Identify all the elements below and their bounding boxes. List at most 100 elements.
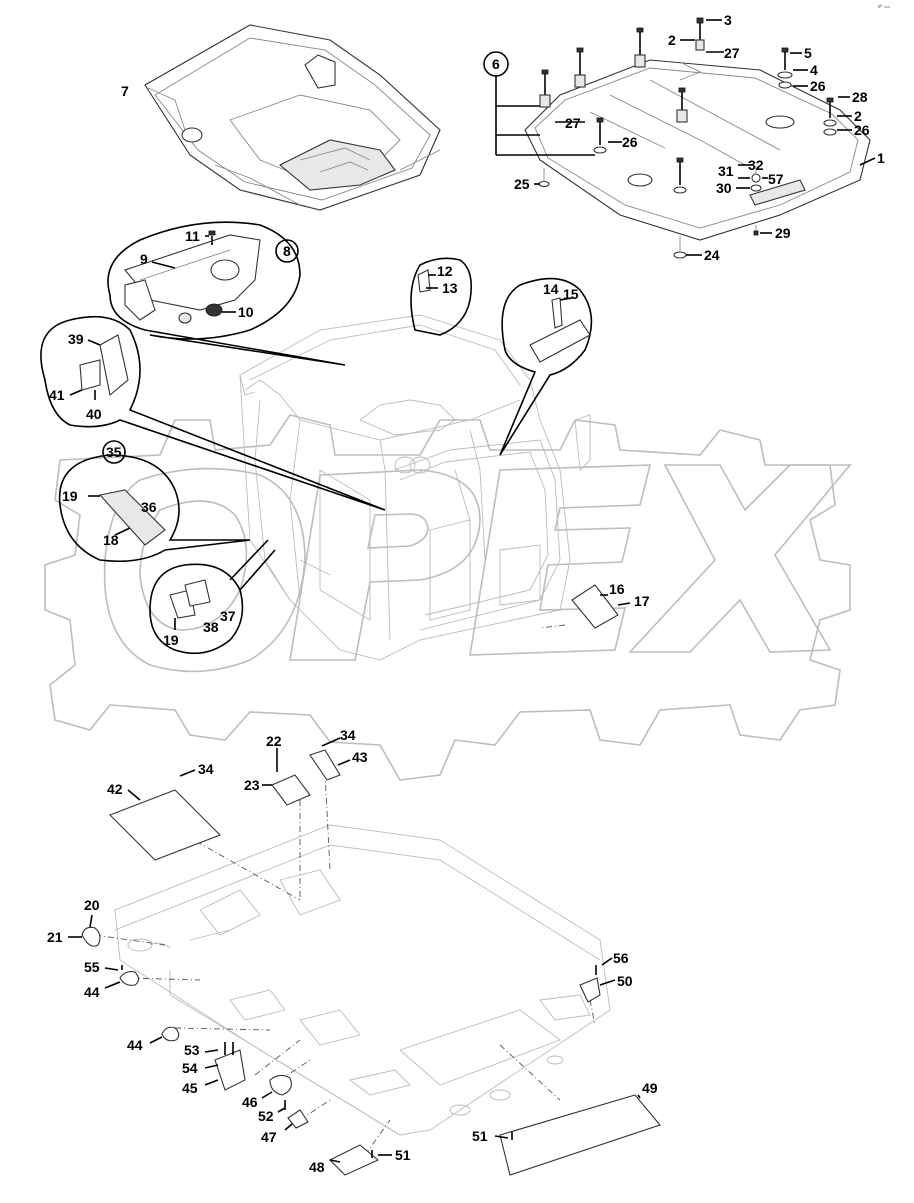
callout-49: 49 [642,1080,658,1096]
callout-5: 5 [804,45,812,61]
callout-20: 20 [84,897,100,913]
callout-15: 15 [563,286,579,302]
callout-numbers: 3 2 27 5 4 26 28 2 26 1 7 6 27 26 32 31 … [47,12,885,1175]
plate-46 [269,1074,292,1096]
grommet-44b [161,1026,180,1042]
callout-27: 27 [565,115,581,131]
callout-18: 18 [103,532,119,548]
callout-26: 26 [810,78,826,94]
callout-36: 36 [141,499,157,515]
panel-16-17 [539,584,631,629]
panel-42 [109,789,221,861]
callout-11: 11 [185,228,200,244]
filter-detail-37-38 [149,539,276,655]
grommet-44a [119,971,140,986]
bolt-3 [695,17,705,51]
callout-35: 35 [106,444,122,460]
callout-8: 8 [283,243,291,259]
plate-47 [287,1109,309,1129]
callout-12: 12 [437,263,453,279]
callout-27: 27 [724,45,740,61]
callout-44: 44 [127,1037,143,1053]
callout-42: 42 [107,781,123,797]
callout-41: 41 [49,387,65,403]
interior-mirror-detail [499,277,593,456]
assembly-lines [94,771,596,1156]
headliner-detail-circle-8 [107,221,346,366]
callout-circle-6 [483,51,509,77]
leader-lines-8 [151,235,299,313]
bracket-45 [214,1049,246,1091]
callout-10: 10 [238,304,254,320]
callout-32: 32 [748,157,764,173]
callout-14: 14 [543,281,559,297]
callout-46: 46 [242,1094,258,1110]
callout-3: 3 [724,12,732,28]
vent-detail-circle-35 [58,440,251,563]
callout-45: 45 [182,1080,198,1096]
callout-44: 44 [84,984,100,1000]
callout-25: 25 [514,176,530,192]
callout-19: 19 [163,632,179,648]
callout-22: 22 [266,733,282,749]
callout-53: 53 [184,1042,200,1058]
callout-43: 43 [352,749,368,765]
floor-parts [81,749,661,1176]
leader-lines-top-right [495,19,876,256]
callout-52: 52 [258,1108,274,1124]
callout-38: 38 [203,619,219,635]
cab-assembly [239,314,591,661]
callout-51: 51 [472,1128,488,1144]
callout-1: 1 [877,150,885,166]
callout-2: 2 [668,32,676,48]
callout-21: 21 [47,929,63,945]
callout-9: 9 [140,251,148,267]
opex-watermark [44,414,852,781]
callout-4: 4 [810,62,818,78]
callout-56: 56 [613,950,629,966]
callout-17: 17 [634,593,650,609]
callout-16: 16 [609,581,625,597]
callout-39: 39 [68,331,84,347]
panel-48 [329,1144,380,1176]
callout-6: 6 [492,56,500,72]
callout-30: 30 [716,180,732,196]
callout-34: 34 [340,727,356,743]
callout-51: 51 [395,1147,411,1163]
callout-26: 26 [854,122,870,138]
plug-21 [81,926,101,947]
panel-49 [499,1094,661,1176]
floor-plate [114,824,611,1136]
cover-43 [309,749,341,781]
callout-48: 48 [309,1159,325,1175]
leader-lines-floor [68,737,641,1163]
corner-mark: sᴾ ₙₙₙ [878,4,890,10]
callout-19: 19 [62,488,78,504]
callout-23: 23 [244,777,260,793]
side-mirror-detail [40,315,386,511]
cover-23 [271,774,311,806]
roof-liner-part-7 [144,24,441,211]
callout-50: 50 [617,973,633,989]
bracket-50 [579,977,601,1003]
callout-40: 40 [86,406,102,422]
roof-cover-part-1 [524,59,871,241]
callout-13: 13 [442,280,458,296]
callout-7: 7 [121,83,129,99]
callout-24: 24 [704,247,720,263]
callout-2: 2 [854,108,862,124]
callout-37: 37 [220,608,236,624]
callout-47: 47 [261,1129,277,1145]
callout-28: 28 [852,89,868,105]
callout-57: 57 [768,171,784,187]
roof-fasteners [538,17,837,259]
clip-detail-bubble [410,257,473,336]
callout-55: 55 [84,959,100,975]
bolt-group-a [539,27,834,185]
callout-31: 31 [718,163,734,179]
callout-26: 26 [622,134,638,150]
callout-29: 29 [775,225,791,241]
callout-34: 34 [198,761,214,777]
callout-54: 54 [182,1060,198,1076]
